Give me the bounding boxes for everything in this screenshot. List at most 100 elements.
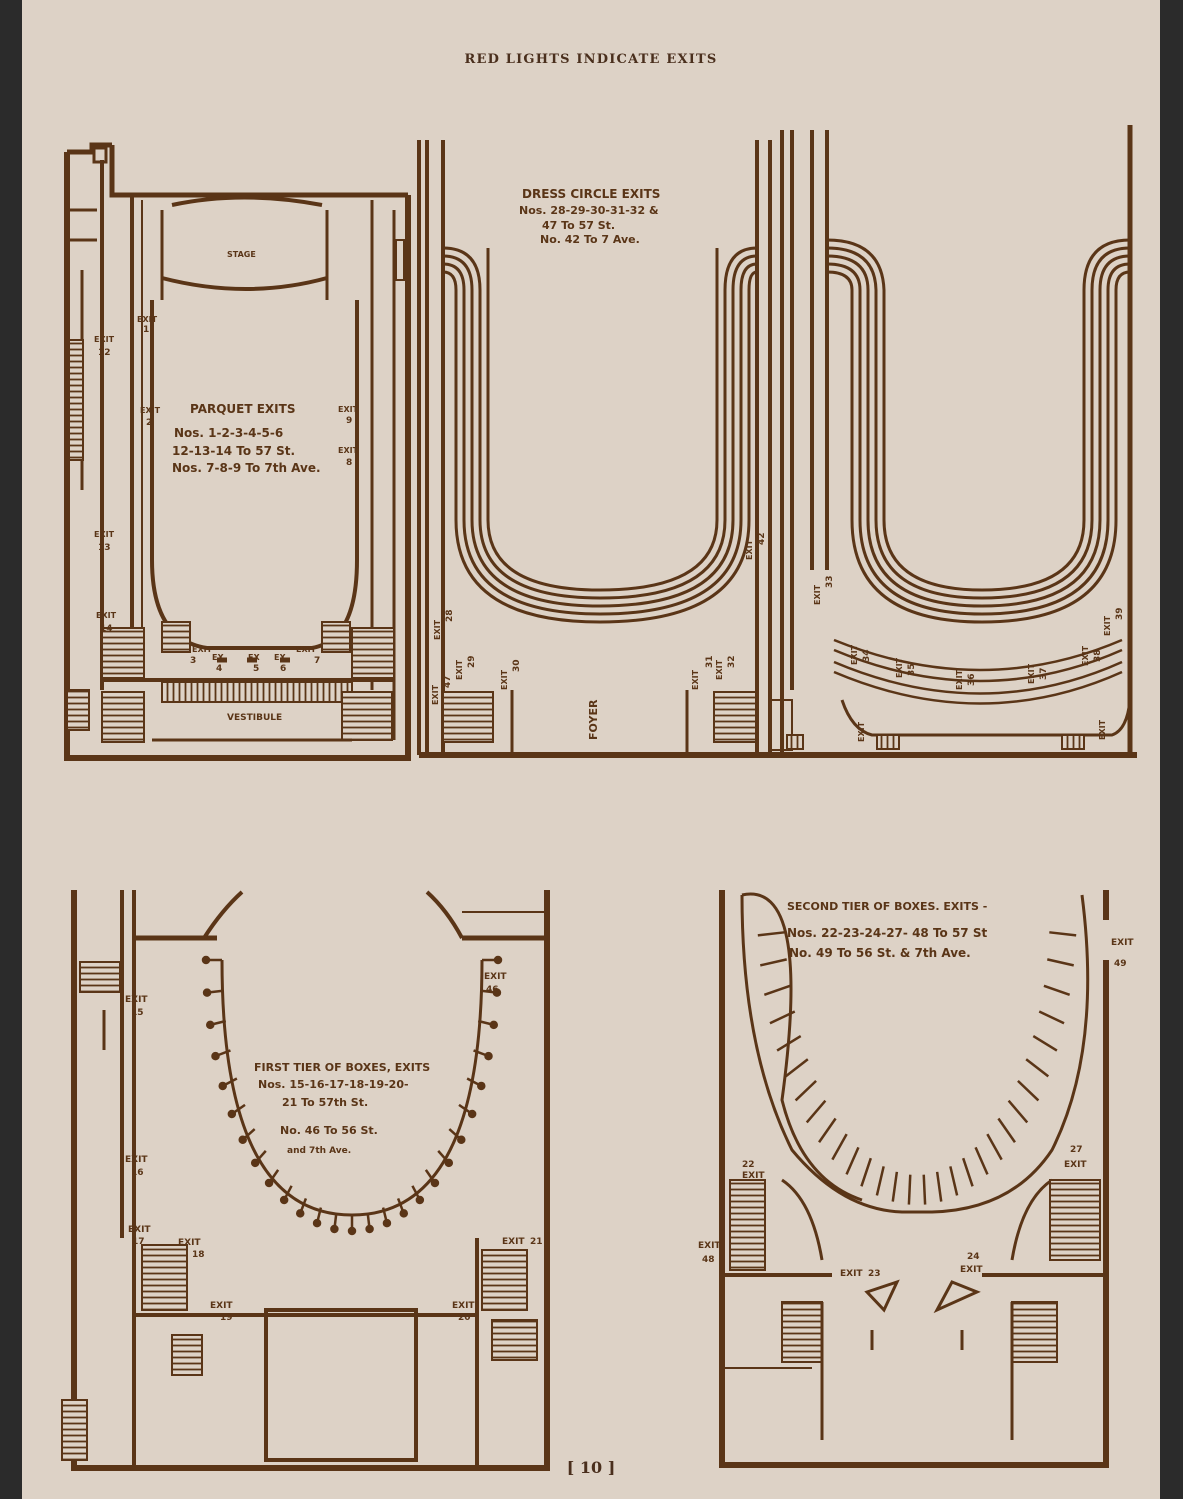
box-marker xyxy=(430,1178,440,1188)
box-partition xyxy=(794,1079,817,1102)
exit-3-number: 3 xyxy=(190,656,196,666)
exit-21-number: 21 xyxy=(530,1237,543,1247)
exit-37-number: 37 xyxy=(1039,667,1049,680)
box-partition xyxy=(759,958,788,967)
exit-36-word: EXIT xyxy=(955,669,964,690)
box-partition xyxy=(1017,1079,1040,1102)
first-tier-line-4: and 7th Ave. xyxy=(287,1146,351,1156)
box-marker xyxy=(312,1218,322,1228)
box-partition xyxy=(763,984,791,996)
exit-35-number: 35 xyxy=(907,663,917,676)
first-tier-line-2: 21 To 57th St. xyxy=(282,1096,368,1109)
exit-3-word: EXIT xyxy=(192,645,213,654)
exit-46-number: 46 xyxy=(486,985,499,995)
box-marker xyxy=(218,1081,227,1091)
box-marker xyxy=(211,1051,220,1061)
box-partition xyxy=(216,1049,231,1057)
box-partition xyxy=(818,1117,837,1143)
box-marker xyxy=(295,1209,305,1218)
exit-24-word: EXIT xyxy=(960,1265,983,1275)
box-partition xyxy=(1007,1099,1029,1124)
second-tier-line-1: Nos. 22-23-24-27- 48 To 57 St xyxy=(787,926,987,940)
box-partition xyxy=(922,1174,927,1205)
dress-circle-line-1: Nos. 28-29-30-31-32 & xyxy=(519,204,659,217)
box-marker xyxy=(347,1226,357,1236)
exit-39-word: EXIT xyxy=(1103,615,1112,636)
exit-9-number: 9 xyxy=(346,416,352,426)
second-tier-plan xyxy=(719,890,1109,1468)
box-marker xyxy=(202,988,212,997)
exit-29-number: 29 xyxy=(467,655,477,668)
box-partition xyxy=(448,1128,461,1140)
exit-22-word: EXIT xyxy=(742,1171,765,1181)
box-partition xyxy=(255,1150,267,1163)
exit-15-word: EXIT xyxy=(125,995,148,1005)
exit-46-word: EXIT xyxy=(484,972,507,982)
box-partition xyxy=(831,1133,848,1161)
first-tier-plan xyxy=(61,890,550,1471)
box-marker xyxy=(399,1209,409,1218)
box-marker xyxy=(264,1178,274,1188)
exit-28-word: EXIT xyxy=(433,619,442,640)
exit-13-word: EXIT xyxy=(94,530,115,539)
box-marker xyxy=(489,1020,499,1030)
exit-2-number: 2 xyxy=(146,418,152,428)
box-partition xyxy=(283,1185,293,1199)
box-marker xyxy=(238,1135,247,1144)
box-partition xyxy=(208,989,224,994)
exit-6-number: 6 xyxy=(280,664,286,674)
exit-30-word: EXIT xyxy=(500,669,509,690)
box-marker xyxy=(467,1109,477,1119)
exit-13-number: 13 xyxy=(98,543,111,553)
exit-16-number: 16 xyxy=(131,1168,144,1178)
box-partition xyxy=(411,1185,421,1199)
exit-37-word: EXIT xyxy=(1027,663,1036,684)
parquet-line-3: Nos. 7-8-9 To 7th Ave. xyxy=(172,461,321,475)
box-marker xyxy=(484,1051,493,1061)
exit-18-word: EXIT xyxy=(178,1238,201,1248)
box-partition xyxy=(784,1058,809,1078)
first-tier-line-1: Nos. 15-16-17-18-19-20- xyxy=(258,1078,409,1091)
box-marker xyxy=(444,1158,454,1168)
exit-7-number: 7 xyxy=(314,656,320,666)
page-header: RED LIGHTS INDICATE EXITS xyxy=(464,52,718,67)
box-partition xyxy=(396,1197,405,1212)
exit-29-word: EXIT xyxy=(455,659,464,680)
exit-49-number: 49 xyxy=(1114,959,1127,969)
first-tier-title: FIRST TIER OF BOXES, EXITS xyxy=(254,1061,430,1074)
box-partition xyxy=(935,1171,943,1202)
box-partition xyxy=(316,1207,323,1222)
exit-33-number: 33 xyxy=(825,575,835,588)
box-partition xyxy=(299,1197,308,1212)
box-partition xyxy=(458,1103,472,1114)
exit-23-word: EXIT xyxy=(840,1269,863,1279)
exit-8-number: 8 xyxy=(346,458,352,468)
exit-12-number: 12 xyxy=(98,348,111,358)
parquet-plan xyxy=(64,142,411,761)
dress-circle-line-3: No. 42 To 7 Ave. xyxy=(540,233,640,246)
parquet-line-1: Nos. 1-2-3-4-5-6 xyxy=(174,426,283,440)
exit-42-number: 42 xyxy=(757,532,767,545)
exit-19-word: EXIT xyxy=(210,1301,233,1311)
box-partition xyxy=(1049,931,1077,937)
box-partition xyxy=(424,1169,435,1183)
box-partition xyxy=(269,1169,280,1183)
box-partition xyxy=(381,1207,388,1222)
box-marker xyxy=(477,1081,486,1091)
box-partition xyxy=(860,1157,872,1187)
box-partition xyxy=(986,1133,1003,1161)
box-partition xyxy=(997,1117,1016,1143)
box-marker xyxy=(201,955,211,965)
box-partition xyxy=(875,1166,885,1196)
exit-38-number: 38 xyxy=(1093,649,1103,662)
exit-14-number: 14 xyxy=(100,624,113,634)
exit-32-word: EXIT xyxy=(715,659,724,680)
exit-49-word: EXIT xyxy=(1111,938,1134,948)
box-partition xyxy=(1032,1034,1058,1052)
box-marker xyxy=(227,1109,237,1119)
parquet-line-2: 12-13-14 To 57 St. xyxy=(172,444,295,458)
exit-35-word: EXIT xyxy=(895,657,904,678)
dress-circle-plan xyxy=(417,125,1137,758)
box-partition xyxy=(1046,958,1075,967)
box-partition xyxy=(473,1049,488,1057)
